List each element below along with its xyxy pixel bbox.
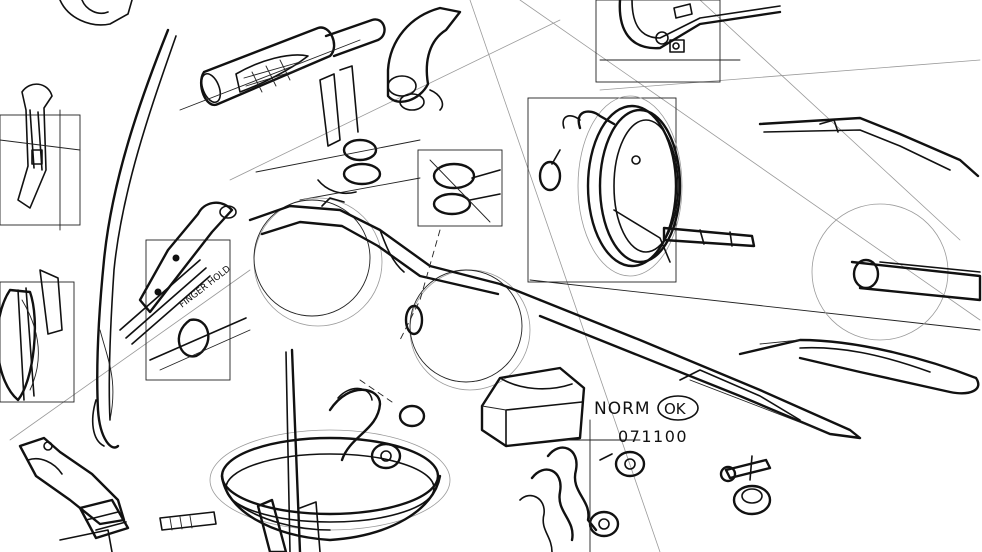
temple-arm-sketch bbox=[91, 28, 177, 449]
nose-pad-block bbox=[480, 366, 586, 448]
nose-pad-closeup bbox=[417, 149, 503, 227]
nose-pad-cylinder bbox=[179, 18, 386, 111]
round-eyeglasses-sketch bbox=[248, 197, 862, 440]
leader-lines bbox=[359, 229, 441, 403]
construction-lines bbox=[9, 0, 981, 552]
lens-clip-left bbox=[0, 269, 75, 403]
headband-clip-sketch bbox=[159, 348, 451, 552]
lens-side-view bbox=[527, 95, 756, 283]
hinge-diagram-top bbox=[595, 0, 782, 83]
ok-circle bbox=[657, 395, 699, 421]
ear-loop-detail bbox=[386, 6, 462, 111]
screw-pads-right bbox=[719, 455, 772, 516]
handwritten-notes: NORM OK 071100 FINGER HOLD bbox=[178, 264, 699, 446]
date-note: 071100 bbox=[618, 427, 688, 446]
finger-hold-note: FINGER HOLD bbox=[178, 264, 233, 310]
finger-hold-clip bbox=[119, 201, 251, 381]
clamp-detail-bottom-left bbox=[18, 436, 130, 552]
ok-mark: OK bbox=[664, 400, 687, 418]
hinge-detail-left bbox=[0, 83, 81, 231]
temple-tip-sketch bbox=[738, 116, 982, 395]
approval-note: NORM bbox=[594, 399, 651, 419]
nose-bridge-pads bbox=[255, 65, 421, 201]
strap-pad-detail bbox=[519, 419, 646, 552]
top-left-fragment bbox=[59, 0, 133, 26]
